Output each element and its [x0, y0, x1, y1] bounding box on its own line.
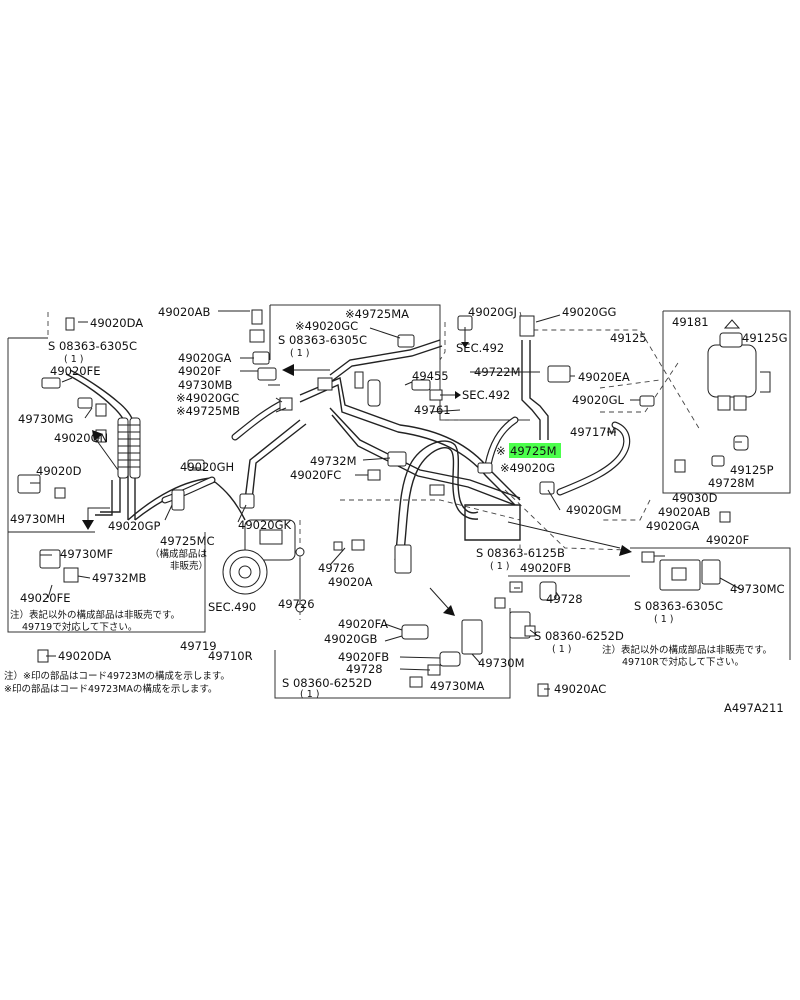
label-08363-6305C-mid: S 08363-6305C: [278, 333, 367, 347]
label-49020AB-right: 49020AB: [658, 505, 710, 519]
label-49020F-right: 49020F: [706, 533, 749, 547]
label-49020GJ: 49020GJ: [468, 305, 517, 319]
label-49020DA-top: 49020DA: [90, 316, 143, 330]
label-49181: 49181: [672, 315, 709, 329]
label-49725M-highlighted: 49725M: [510, 444, 557, 458]
label-49725MA: ※49725MA: [345, 307, 409, 321]
direction-arrows: [82, 327, 632, 616]
footnote-2: ※印の部品はコード49723MAの構成を示します。: [4, 683, 217, 695]
label-49732MB: 49732MB: [92, 571, 147, 585]
label-08363-6125B: S 08363-6125B: [476, 546, 565, 560]
label-49725M-star: ※: [496, 444, 506, 458]
footnote-1: 注）※印の部品はコード49723Mの構成を示します。: [4, 670, 230, 682]
label-49726-a: 49726: [318, 561, 355, 575]
label-qty-6125B: ( 1 ): [490, 561, 510, 572]
label-49728-b: 49728: [346, 662, 383, 676]
label-49725MB: ※49725MB: [176, 404, 240, 418]
label-49020GK: 49020GK: [238, 518, 291, 532]
power-steering-pump: [222, 519, 296, 595]
label-49730MG: 49730MG: [18, 412, 73, 426]
label-49722M: 49722M: [474, 365, 521, 379]
label-49020AC: 49020AC: [554, 682, 606, 696]
clamps-and-bolts: [17, 309, 749, 697]
label-08363-6305C-left: S 08363-6305C: [48, 339, 137, 353]
label-49020GC-a: ※49020GC: [295, 319, 358, 333]
label-49020GM: 49020GM: [566, 503, 621, 517]
label-49730MB: 49730MB: [178, 378, 233, 392]
label-49020GH: 49020GH: [180, 460, 234, 474]
label-49020FE-bottom: 49020FE: [20, 591, 70, 605]
label-49455: 49455: [412, 369, 449, 383]
label-qty-mid: ( 1 ): [290, 348, 310, 359]
part-number-highlight: [509, 443, 561, 458]
label-49717M: 49717M: [570, 425, 617, 439]
label-49728-a: 49728: [546, 592, 583, 606]
label-note-left-1: 注）表記以外の構成部品は非販売です。: [10, 609, 180, 621]
part-labels: 49020DA S 08363-6305C ( 1 ) 49020FE 4973…: [4, 305, 788, 715]
label-49020GA-left: 49020GA: [178, 351, 231, 365]
label-note-right-1: 注）表記以外の構成部品は非販売です。: [602, 644, 772, 656]
label-49020FB-a: 49020FB: [520, 561, 571, 575]
label-49020DA-bottom: 49020DA: [58, 649, 111, 663]
label-49730MA: 49730MA: [430, 679, 485, 693]
label-49125G: 49125G: [742, 331, 788, 345]
label-49710R: 49710R: [208, 649, 253, 663]
label-49020A: 49020A: [328, 575, 373, 589]
label-sec492-b: SEC.492: [462, 388, 510, 402]
label-qty-6252D-b: ( 1 ): [300, 689, 320, 700]
parts: [17, 309, 771, 697]
diagram-id: A497A211: [724, 701, 784, 715]
reservoir-tank: [707, 319, 771, 411]
hose-spring-left: [117, 417, 141, 479]
label-49125P: 49125P: [730, 463, 774, 477]
label-49020FB-b: 49020FB: [338, 650, 389, 664]
label-49020GL: 49020GL: [572, 393, 624, 407]
label-sec492-a: SEC.492: [456, 341, 504, 355]
label-49020GG: 49020GG: [562, 305, 616, 319]
label-49725MC-note2: 非販売）: [170, 560, 208, 572]
label-49020AB-top: 49020AB: [158, 305, 210, 319]
label-49020GC-b: ※49020GC: [176, 391, 239, 405]
label-49020F-left: 49020F: [178, 364, 221, 378]
label-sec490: SEC.490: [208, 600, 256, 614]
label-49020D: 49020D: [36, 464, 82, 478]
label-49020EA: 49020EA: [578, 370, 630, 384]
label-49726-b: 49726: [278, 597, 315, 611]
label-49730M: 49730M: [478, 656, 525, 670]
label-08360-6252D-a: S 08360-6252D: [534, 629, 624, 643]
label-qty-6252D-a: ( 1 ): [552, 644, 572, 655]
label-49020GA-right: 49020GA: [646, 519, 699, 533]
label-49020FA: 49020FA: [338, 617, 388, 631]
label-49030D: 49030D: [672, 491, 718, 505]
label-49761: 49761: [414, 403, 451, 417]
label-49020GN: 49020GN: [54, 431, 108, 445]
label-49020FE-top: 49020FE: [50, 364, 100, 378]
label-49725MC-note1: （構成部品は: [150, 548, 208, 560]
label-08360-6252D-b: S 08360-6252D: [282, 676, 372, 690]
label-qty-left: ( 1 ): [64, 354, 84, 365]
label-08363-6305C-right: S 08363-6305C: [634, 599, 723, 613]
label-49730MC: 49730MC: [730, 582, 785, 596]
label-49719: 49719: [180, 639, 217, 653]
label-49020FC: 49020FC: [290, 468, 341, 482]
label-49730MF: 49730MF: [60, 547, 113, 561]
label-qty-right: ( 1 ): [654, 614, 674, 625]
label-49725MC: 49725MC: [160, 534, 215, 548]
label-note-left-2: 49719で対応して下さい。: [22, 621, 137, 633]
label-note-right-2: 49710Rで対応して下さい。: [622, 656, 744, 668]
leader-lines: [30, 310, 743, 690]
label-49730MH: 49730MH: [10, 512, 65, 526]
label-49728M: 49728M: [708, 476, 755, 490]
label-49020G: ※49020G: [500, 461, 555, 475]
label-49020GP: 49020GP: [108, 519, 160, 533]
hoses-and-pipes: [65, 339, 631, 574]
label-49732M: 49732M: [310, 454, 357, 468]
label-49125: 49125: [610, 331, 647, 345]
label-49020GB: 49020GB: [324, 632, 377, 646]
